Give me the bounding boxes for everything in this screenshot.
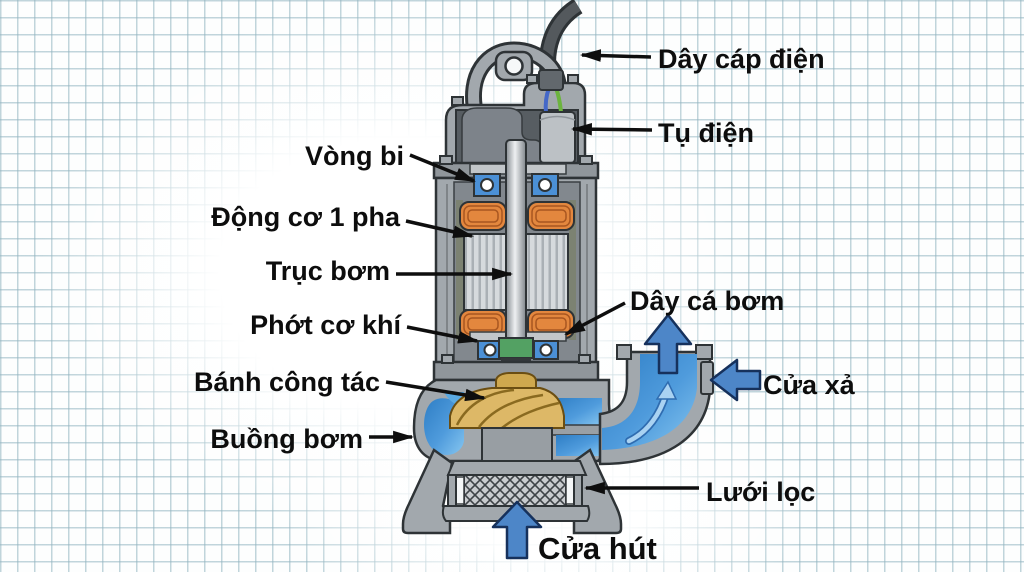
outlet-lip-right bbox=[695, 344, 713, 360]
strainer-mesh bbox=[463, 474, 567, 507]
callout-vong-bi bbox=[409, 153, 476, 183]
capacitor-top-line bbox=[539, 115, 576, 121]
stator-lamination-left bbox=[456, 200, 463, 340]
label-vong-bi: Vòng bi bbox=[305, 141, 404, 171]
cable-gland bbox=[538, 69, 564, 91]
discharge-flow-arrow bbox=[643, 313, 693, 375]
label-luoi-loc: Lưới lọc bbox=[706, 477, 815, 507]
label-day-ca-bom: Dây cá bơm bbox=[630, 286, 784, 316]
label-day-cap-dien: Dây cáp điện bbox=[658, 44, 825, 74]
strainer-post-right bbox=[573, 474, 583, 507]
flow-arrow-head bbox=[655, 380, 678, 400]
base-and-strainer bbox=[401, 448, 623, 535]
flange-bolt bbox=[579, 155, 593, 165]
flange-bolt bbox=[441, 354, 454, 364]
cap-bolts bbox=[451, 74, 579, 106]
outlet-lip-left bbox=[616, 344, 632, 360]
callout-banh-cong-tac bbox=[385, 380, 487, 402]
label-cua-xa: Cửa xả bbox=[763, 370, 856, 400]
bearing-ball bbox=[539, 343, 553, 357]
flange-bolt bbox=[578, 354, 591, 364]
discharge-elbow bbox=[598, 344, 714, 466]
strainer-post-left bbox=[447, 474, 457, 507]
bearing-ball bbox=[538, 178, 552, 192]
label-tu-dien: Tụ điện bbox=[658, 118, 754, 148]
flange-bolt bbox=[439, 155, 453, 165]
cua-xa-arrow bbox=[709, 358, 762, 402]
label-banh-cong-tac: Bánh công tác bbox=[194, 367, 380, 397]
lifting-eye-hole bbox=[504, 56, 524, 76]
stator-windings bbox=[459, 201, 575, 339]
labels: Vòng bi Động cơ 1 pha Trục bơm Phớt cơ k… bbox=[194, 44, 856, 566]
bearing-ball bbox=[483, 343, 497, 357]
impeller bbox=[449, 372, 565, 462]
mechanical-seal bbox=[498, 337, 534, 364]
capacitor bbox=[539, 111, 576, 164]
foot-left bbox=[401, 448, 454, 535]
strainer-top-ring bbox=[446, 460, 588, 476]
callout-tu-dien bbox=[570, 122, 653, 136]
callout-dong-co bbox=[405, 219, 475, 238]
callout-arrows bbox=[369, 49, 699, 495]
bearing-ball bbox=[480, 178, 494, 192]
channel-water-lower bbox=[556, 435, 602, 456]
label-dong-co-1-pha: Động cơ 1 pha bbox=[211, 202, 401, 232]
impeller-hub-lower bbox=[481, 427, 553, 462]
label-phot-co-khi: Phớt cơ khí bbox=[250, 310, 402, 340]
callout-day-ca-bom bbox=[564, 301, 626, 336]
suction-flow-arrow bbox=[491, 500, 543, 560]
strainer-slot-right bbox=[565, 476, 575, 505]
elbow-water bbox=[602, 354, 697, 450]
discharge-flange bbox=[700, 361, 714, 395]
label-buong-bom: Buồng bơm bbox=[210, 424, 363, 454]
strainer-slot-left bbox=[455, 476, 465, 505]
callout-phot-co-khi bbox=[406, 325, 480, 344]
seal-green-ring bbox=[498, 337, 534, 359]
label-cua-hut: Cửa hút bbox=[538, 531, 657, 566]
label-truc-bom: Trục bơm bbox=[266, 256, 390, 286]
stator-lamination-right bbox=[569, 200, 576, 340]
impeller-hub-top bbox=[495, 372, 537, 391]
callout-day-cap-dien bbox=[579, 49, 652, 62]
